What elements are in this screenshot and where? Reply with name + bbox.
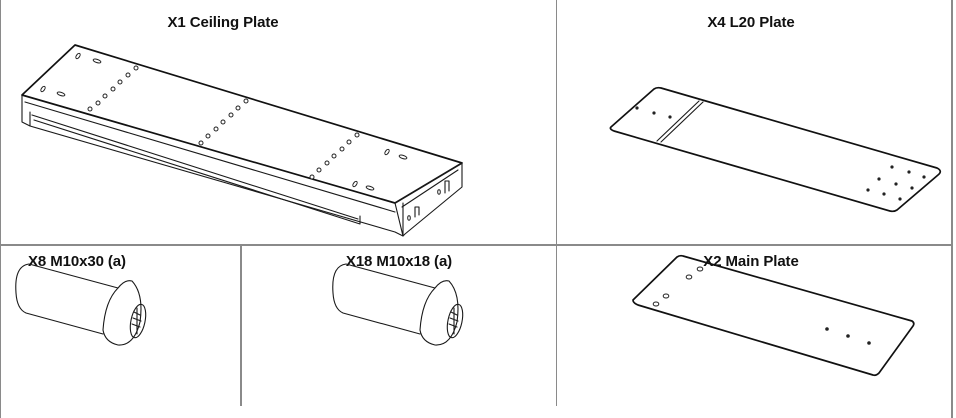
part-cell-ceiling-plate: X1 Ceiling Plate: [0, 0, 556, 244]
l20-plate-drawing-icon: [609, 86, 942, 213]
main-plate-drawing-icon: [632, 254, 915, 377]
bolt-divider: [240, 246, 242, 406]
center-divider: [556, 0, 557, 406]
part-label: X18 M10x18 (a): [345, 253, 453, 270]
bolt-drawing-icon: [15, 263, 147, 346]
part-cell-l20-plate: X4 L20 Plate: [557, 0, 951, 244]
right-border: [951, 0, 953, 418]
part-label: X4 L20 Plate: [707, 14, 795, 31]
part-label: X1 Ceiling Plate: [167, 14, 279, 31]
bolt-drawing-icon: [332, 263, 464, 346]
row-divider: [0, 244, 952, 246]
part-cell-main-plate: X2 Main Plate: [557, 246, 951, 406]
ceiling-plate-drawing-icon: [21, 44, 463, 237]
part-label: X8 M10x30 (a): [28, 253, 126, 270]
part-cell-m10x30-bolt: X8 M10x30 (a): [0, 246, 240, 406]
part-cell-m10x18-bolt: X18 M10x18 (a): [242, 246, 556, 406]
part-label: X2 Main Plate: [703, 253, 799, 270]
left-border: [0, 0, 1, 418]
